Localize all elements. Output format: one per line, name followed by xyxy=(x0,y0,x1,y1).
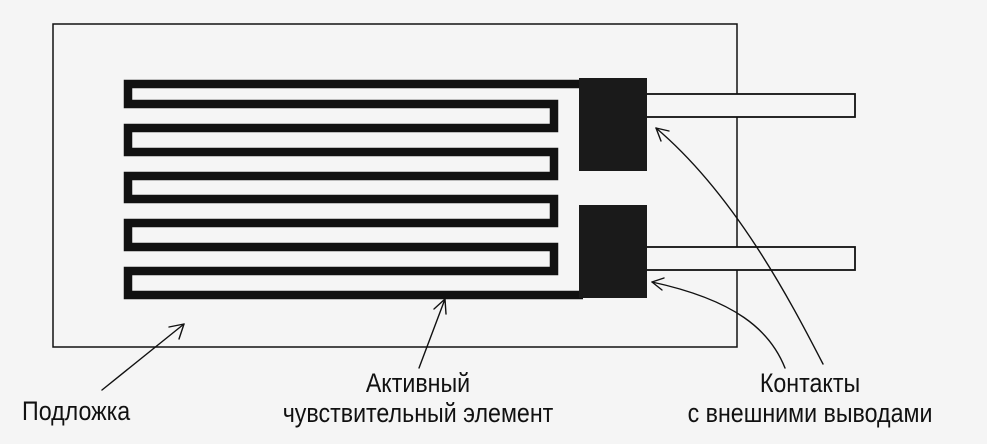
contacts-label-line1: Контакты xyxy=(759,368,861,398)
arrowhead-contacts-top xyxy=(655,127,670,142)
sensing-element-label-line2: чувствительный элемент xyxy=(282,398,554,428)
substrate-label: Подложка xyxy=(22,396,130,426)
contacts-label-line2: с внешними выводами xyxy=(687,398,933,428)
leader-line-substrate xyxy=(101,323,185,391)
arrowhead-element xyxy=(433,298,447,315)
contact-pad-bottom xyxy=(579,205,647,298)
arrowhead-substrate xyxy=(168,323,185,340)
leader-line-contacts-top xyxy=(655,127,824,365)
sensing-element-label: Активный чувствительный элемент xyxy=(272,368,564,428)
arrowhead-contacts-bottom xyxy=(651,277,665,291)
lead-wire-top xyxy=(645,93,856,118)
sensing-grid-path xyxy=(123,79,583,300)
substrate-label-text: Подложка xyxy=(22,396,131,426)
contact-pad-top xyxy=(579,78,647,171)
leader-line-contacts-bottom xyxy=(651,281,786,369)
lead-wire-bottom xyxy=(645,246,856,271)
leader-line-element xyxy=(418,298,446,369)
sensing-element-label-line1: Активный xyxy=(365,368,471,398)
contacts-label: Контакты с внешними выводами xyxy=(664,368,956,428)
